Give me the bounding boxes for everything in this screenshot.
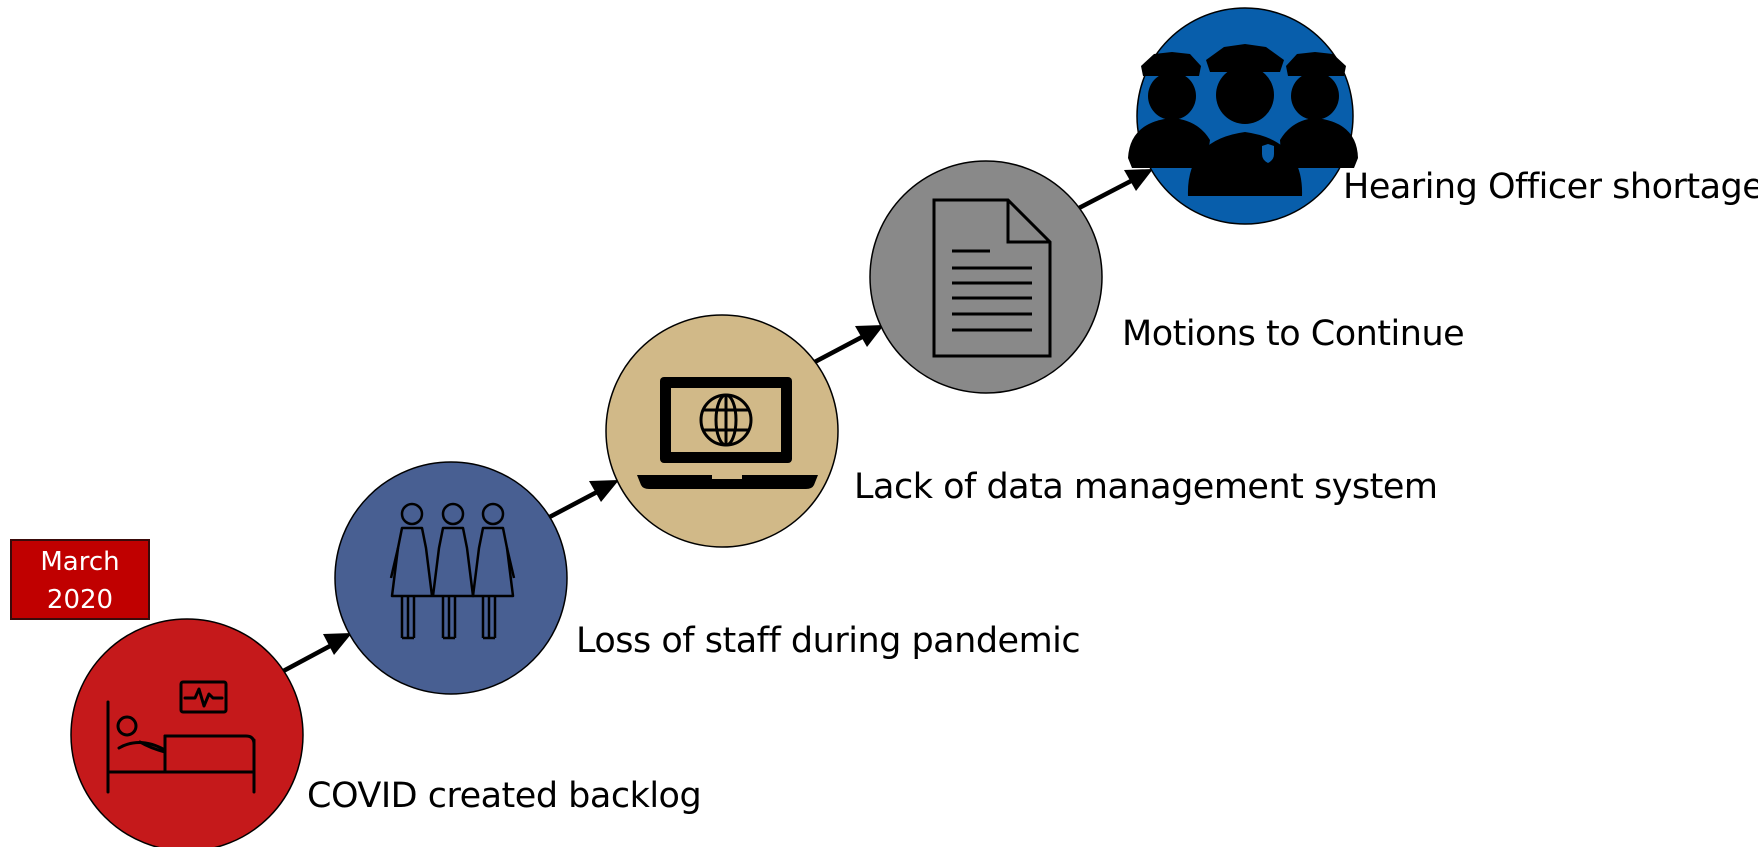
step-3-node xyxy=(605,314,839,548)
badge-icon xyxy=(1262,144,1274,163)
hospital-bed-icon xyxy=(106,680,256,794)
step-2-node xyxy=(334,461,568,695)
arrow-3 xyxy=(807,325,884,367)
date-badge-month: March xyxy=(40,547,120,577)
step-4-circle xyxy=(869,160,1103,394)
arrow-2 xyxy=(540,480,619,523)
arrow-4 xyxy=(1077,169,1153,210)
step-1-label: COVID created backlog xyxy=(307,776,702,816)
step-4-label: Motions to Continue xyxy=(1122,314,1465,354)
document-icon xyxy=(932,198,1052,358)
step-5-label: Hearing Officer shortage xyxy=(1343,167,1758,207)
laptop-globe-icon xyxy=(637,377,818,489)
step-1-circle xyxy=(70,618,304,847)
staff-group-icon xyxy=(389,502,516,640)
step-2-label: Loss of staff during pandemic xyxy=(576,621,1081,661)
date-badge-year: 2020 xyxy=(46,585,114,615)
step-3-label: Lack of data management system xyxy=(854,467,1438,507)
step-4-node xyxy=(869,160,1103,394)
step-1-node xyxy=(70,618,304,847)
step-5-node xyxy=(1128,7,1358,225)
step-2-circle xyxy=(334,461,568,695)
date-badge: March 2020 xyxy=(10,539,150,620)
arrow-1 xyxy=(272,633,352,678)
